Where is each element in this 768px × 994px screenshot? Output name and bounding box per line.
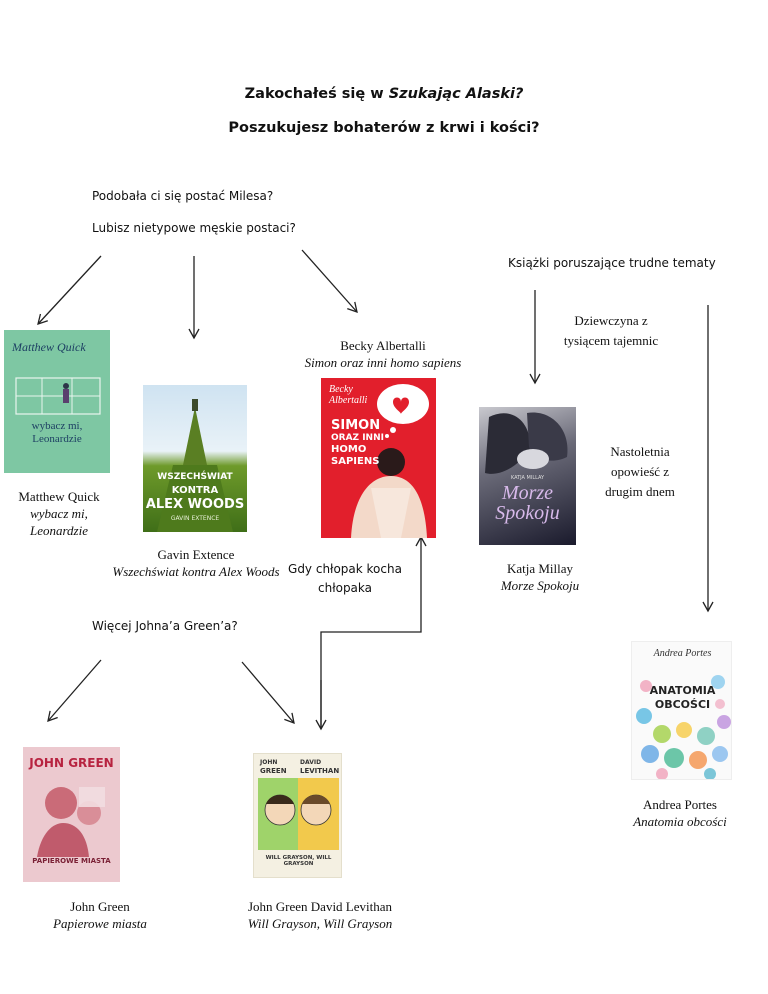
book-cover-quick: Matthew Quick wybacz mi, Leonardzie (4, 330, 110, 473)
cover-portes-title: ANATOMIA OBCOŚCI (632, 684, 731, 712)
question-male-characters: Lubisz nietypowe męskie postaci? (92, 221, 296, 235)
cover-millay-title-line2: Spokoju (495, 502, 560, 524)
caption-extence-author: Gavin Extence (157, 547, 235, 562)
page-title-prefix: Zakochałeś się w (244, 86, 389, 102)
page-title-italic: Szukając Alaski? (388, 86, 524, 102)
cover-albertalli-illustration (351, 384, 429, 538)
cover-green-illustration (37, 787, 105, 857)
cover-quick-title-line1: wybacz mi, (31, 420, 83, 432)
caption-green-levithan: John Green David Levithan Will Grayson, … (232, 898, 408, 932)
book-cover-portes: Andrea Portes ANATOMIA OBCOŚCI (631, 641, 732, 780)
note-teen-story: Nastoletnia opowieść z drugim dnem (594, 442, 686, 502)
note-teen-story-line2: opowieść z (610, 464, 670, 479)
caption-quick-title-line2: Leonardzie (29, 523, 89, 538)
cover-extence-title-line2: KONTRA (171, 485, 219, 496)
cover-gl-author-2: DAVID LEVITHAN (300, 759, 339, 775)
cover-albertalli-title-line1: SIMON (331, 418, 381, 433)
caption-green-levithan-author: John Green David Levithan (247, 899, 393, 914)
caption-extence: Gavin Extence Wszechświat kontra Alex Wo… (108, 546, 284, 580)
cover-millay-title-line1: Morze (501, 482, 554, 504)
cover-extence-title-line3: ALEX WOODS (145, 497, 245, 512)
caption-quick: Matthew Quick wybacz mi, Leonardzie (0, 488, 118, 539)
book-cover-millay: KATJA MILLAY Morze Spokoju (479, 407, 576, 545)
cover-green-author: JOHN GREEN (29, 756, 114, 770)
cover-albertalli-title-line2: ORAZ INNI (331, 433, 384, 443)
caption-quick-author: Matthew Quick (18, 489, 100, 504)
cover-gl-author-1b: GREEN (260, 767, 287, 775)
arrow-to-green-levithan (241, 661, 295, 725)
caption-green: John Green Papierowe miasta (38, 898, 162, 932)
cover-gl-author-1: JOHN GREEN (260, 759, 287, 775)
note-girl-secrets-line1: Dziewczyna z (574, 313, 648, 328)
cover-albertalli-title-line3: HOMO (331, 444, 367, 455)
note-teen-story-line3: drugim dnem (605, 484, 675, 499)
question-miles: Podobała ci się postać Milesa? (92, 189, 274, 203)
cover-gl-title: WILL GRAYSON, WILL GRAYSON (265, 855, 332, 867)
cover-millay-illustration (485, 412, 568, 474)
book-cover-extence: WSZECHŚWIAT KONTRA ALEX WOODS GAVIN EXTE… (143, 385, 247, 532)
cover-portes-title-line1: ANATOMIA (649, 684, 716, 697)
cover-millay-author: KATJA MILLAY (510, 475, 545, 481)
cover-portes-title-line2: OBCOŚCI (654, 698, 711, 711)
book-cover-green: JOHN GREEN PAPIEROWE MIASTA (23, 747, 120, 882)
cover-portes-dots (636, 675, 731, 779)
cover-albertalli-author-line2: Albertalli (329, 395, 368, 406)
cover-quick-title: wybacz mi, Leonardzie (4, 420, 110, 446)
page-title: Zakochałeś się w Szukając Alaski? (0, 86, 768, 102)
question-more-green: Więcej Johna’a Green’a? (92, 619, 238, 633)
caption-green-levithan-title: Will Grayson, Will Grayson (247, 916, 393, 931)
cover-albertalli-author: Becky Albertalli (329, 384, 367, 406)
cover-quick-illustration (15, 377, 101, 415)
book-cover-green-levithan: JOHN GREEN DAVID LEVITHAN WILL GRAYSON, … (253, 753, 342, 878)
arrow-to-quick (37, 255, 102, 325)
cover-albertalli-author-line1: Becky (329, 384, 353, 395)
caption-extence-title: Wszechświat kontra Alex Woods (112, 564, 280, 579)
caption-quick-title-line1: wybacz mi, (30, 506, 88, 521)
caption-millay-author: Katja Millay (506, 561, 574, 576)
caption-green-title: Papierowe miasta (53, 916, 147, 931)
caption-albertalli-title: Simon oraz inni homo sapiens (304, 355, 462, 370)
arrow-to-green (47, 659, 102, 723)
cover-albertalli-title-line4: SAPIENS (331, 456, 380, 467)
cover-gl-author-2b: LEVITHAN (300, 767, 340, 775)
caption-portes-title: Anatomia obcości (633, 814, 727, 829)
question-hard-topics: Książki poruszające trudne tematy (508, 256, 716, 270)
caption-portes-author: Andrea Portes (642, 797, 717, 812)
caption-portes: Andrea Portes Anatomia obcości (618, 796, 742, 830)
caption-green-author: John Green (70, 899, 130, 914)
cover-gl-illustration (258, 778, 339, 850)
cover-millay-title: Morze Spokoju (479, 483, 576, 523)
arrow-boy-loves-boy (320, 535, 427, 728)
cover-extence-title: WSZECHŚWIAT KONTRA ALEX WOODS (143, 470, 247, 512)
question-boy-loves-boy-line1: Gdy chłopak kocha (288, 562, 402, 576)
caption-millay-title: Morze Spokoju (500, 578, 580, 593)
cover-gl-author-2a: DAVID (300, 759, 322, 766)
note-girl-secrets-line2: tysiącem tajemnic (563, 333, 659, 348)
cover-quick-title-line2: Leonardzie (32, 433, 82, 445)
caption-millay: Katja Millay Morze Spokoju (480, 560, 600, 594)
note-girl-secrets: Dziewczyna z tysiącem tajemnic (556, 311, 666, 351)
question-boy-loves-boy: Gdy chłopak kocha chłopaka (286, 560, 404, 598)
question-boy-loves-boy-line2: chłopaka (317, 581, 373, 595)
note-teen-story-line1: Nastoletnia (610, 444, 670, 459)
arrow-to-albertalli (301, 249, 358, 314)
cover-albertalli-title: SIMON ORAZ INNI HOMO SAPIENS (331, 418, 384, 468)
cover-extence-illustration (157, 399, 233, 532)
caption-albertalli: Becky Albertalli Simon oraz inni homo sa… (300, 337, 466, 371)
book-cover-albertalli: Becky Albertalli SIMON ORAZ INNI HOMO SA… (321, 378, 436, 538)
cover-quick-author: Matthew Quick (12, 340, 86, 354)
cover-extence-title-line1: WSZECHŚWIAT (157, 472, 233, 482)
page-subtitle: Poszukujesz bohaterów z krwi i kości? (228, 120, 540, 136)
caption-albertalli-author: Becky Albertalli (340, 338, 426, 353)
cover-portes-author: Andrea Portes (653, 648, 712, 659)
cover-gl-author-1a: JOHN (260, 759, 278, 766)
cover-extence-author: GAVIN EXTENCE (170, 515, 220, 522)
cover-green-title: PAPIEROWE MIASTA (32, 857, 111, 865)
